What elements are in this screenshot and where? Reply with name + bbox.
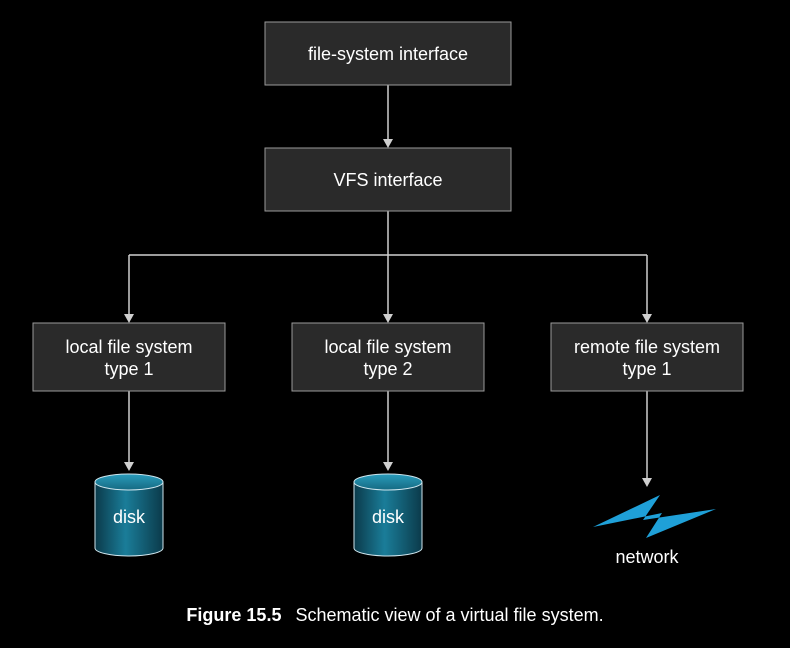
network: network (593, 495, 716, 567)
local-file-system-type-2-box: local file system type 2 (291, 322, 485, 392)
local-file-system-type-2-line-1: local file system (324, 337, 451, 357)
arrowhead-network (642, 478, 652, 487)
remote-file-system-type-1-box: remote file system type 1 (550, 322, 744, 392)
lightning-bolt-icon (593, 495, 716, 538)
figure-caption-text: Schematic view of a virtual file system. (295, 605, 604, 625)
vfs-interface-label: VFS interface (333, 170, 442, 190)
arrowhead-local-fs-1 (124, 314, 134, 323)
vfs-interface-box: VFS interface (264, 147, 512, 212)
disk-icon: disk (353, 473, 423, 557)
figure-number: Figure 15.5 (186, 605, 282, 625)
disk-label: disk (113, 507, 146, 527)
disk-label: disk (372, 507, 405, 527)
local-file-system-type-2-line-2: type 2 (363, 359, 412, 379)
local-file-system-type-1-line-2: type 1 (104, 359, 153, 379)
remote-file-system-type-1-line-1: remote file system (574, 337, 720, 357)
connectors (124, 85, 652, 487)
local-file-system-type-1-line-1: local file system (65, 337, 192, 357)
arrowhead-vfs (383, 139, 393, 148)
figure-caption: Figure 15.5 Schematic view of a virtual f… (0, 605, 790, 626)
arrowhead-remote-fs-1 (642, 314, 652, 323)
network-label: network (615, 547, 679, 567)
arrowhead-disk-2 (383, 462, 393, 471)
file-system-interface-box: file-system interface (264, 21, 512, 86)
arrowhead-disk-1 (124, 462, 134, 471)
disk-icon: disk (94, 473, 164, 557)
file-system-interface-label: file-system interface (308, 44, 468, 64)
local-file-system-type-1-box: local file system type 1 (32, 322, 226, 392)
remote-file-system-type-1-line-2: type 1 (622, 359, 671, 379)
arrowhead-local-fs-2 (383, 314, 393, 323)
